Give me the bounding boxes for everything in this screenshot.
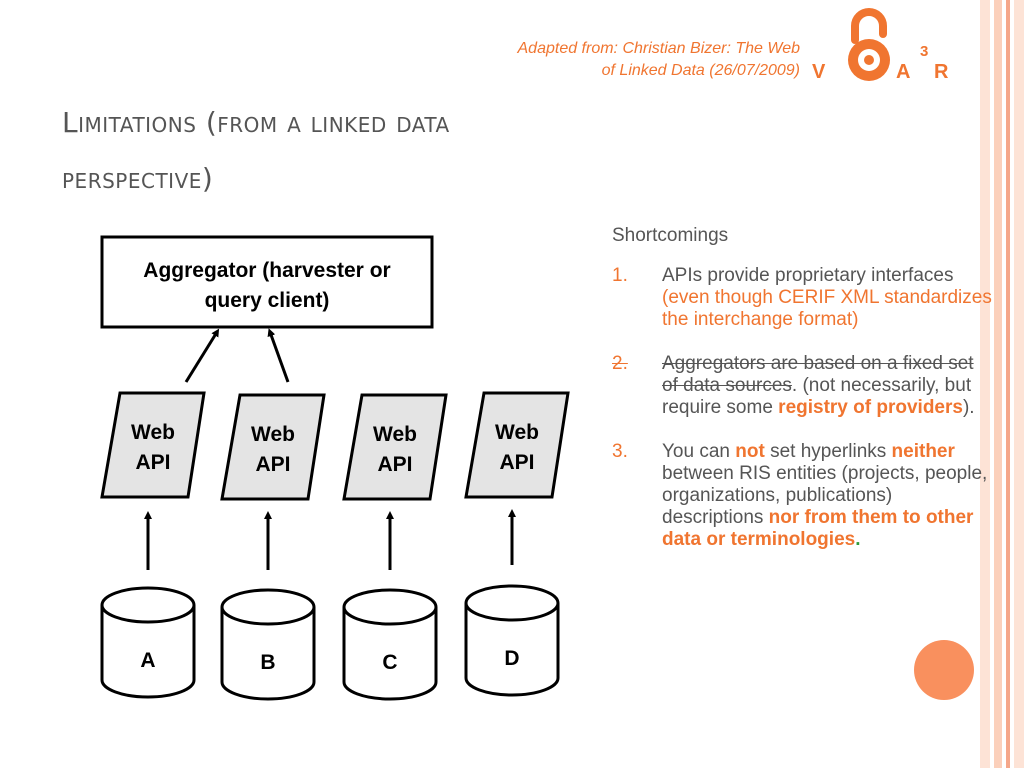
stripe [1014, 0, 1024, 768]
web-api-label: API [499, 451, 534, 474]
item-text: You can [662, 441, 730, 462]
logo-letter-a: A [896, 61, 910, 83]
source-label: C [382, 651, 397, 674]
slide-title: Limitations (from a linked data perspect… [62, 95, 682, 207]
web-api-label: Web [251, 423, 295, 446]
source-label: A [140, 649, 155, 672]
item-highlight-nor: nor from them to other data or terminolo… [662, 507, 974, 550]
credit-line-1: Adapted from: Christian Bizer: The Web [517, 40, 801, 57]
web-api-box: Web API [100, 391, 206, 499]
web-api-label: Web [373, 423, 417, 446]
source-credit: Adapted from: Christian Bizer: The Web o… [420, 38, 801, 82]
aggregator-box: Aggregator (harvester or query client) [100, 235, 434, 329]
item-highlight: registry of providers [778, 397, 963, 418]
decorative-stripes [980, 0, 1024, 768]
data-source-cylinder: A [100, 586, 196, 699]
source-label: D [504, 647, 519, 670]
web-api-label: Web [495, 421, 539, 444]
var3-logo: V A 3 R [812, 8, 949, 83]
logo-superscript: 3 [920, 43, 928, 60]
item-text: APIs provide proprietary interfaces [662, 265, 954, 286]
logo-letter-r: R [934, 61, 949, 83]
item-number: 3. [612, 441, 628, 462]
data-source-cylinder: B [220, 588, 316, 701]
logo-letter-v: V [812, 61, 826, 83]
stripe [980, 0, 990, 768]
shortcoming-item: 2. Aggregators are based on a fixed set … [612, 353, 992, 419]
title-line-2: perspective) [62, 162, 214, 195]
aggregator-label-1: Aggregator (harvester or [143, 259, 390, 282]
title-line-1: Limitations (from a linked data [62, 106, 450, 139]
shortcomings-panel: Shortcomings 1. APIs provide proprietary… [612, 225, 992, 573]
item-highlight-neither: neither [891, 441, 955, 462]
stripe [994, 0, 1002, 768]
web-api-label: API [135, 451, 170, 474]
shortcoming-item: 1. APIs provide proprietary interfaces (… [612, 265, 992, 331]
web-api-box: Web API [464, 391, 570, 499]
item-text: set hyperlinks [770, 441, 887, 462]
aggregator-label-2: query client) [205, 289, 330, 312]
decorative-circle [914, 640, 974, 700]
shortcoming-item: 3. You can not set hyperlinks neither be… [612, 441, 992, 551]
source-label: B [260, 651, 275, 674]
data-source-cylinder: D [464, 584, 560, 697]
web-api-box: Web API [220, 393, 326, 501]
stripe [1006, 0, 1010, 768]
web-api-label: API [377, 453, 412, 476]
data-source-cylinder: C [342, 588, 438, 701]
arrow-api-to-aggregator [267, 328, 290, 383]
credit-line-2: of Linked Data (26/07/2009) [601, 62, 800, 79]
item-text: . (not necessarily, but require some [662, 375, 972, 418]
web-api-label: Web [131, 421, 175, 444]
open-access-lock-icon [848, 8, 890, 81]
item-number: 1. [612, 265, 628, 286]
shortcomings-heading: Shortcomings [612, 225, 729, 246]
item-text: between RIS entities (projects, people, … [662, 463, 988, 528]
item-struck-text: Aggregators are based on a fixed set of … [662, 353, 974, 396]
web-api-box: Web API [342, 393, 448, 501]
item-number: 2. [612, 353, 628, 374]
item-text-end: ). [962, 397, 975, 418]
item-note: (even though CERIF XML standardizes the … [662, 287, 992, 330]
web-api-label: API [255, 453, 290, 476]
item-highlight-not: not [735, 441, 765, 462]
item-period: . [855, 529, 861, 550]
arrow-api-to-aggregator [184, 328, 220, 383]
architecture-diagram: Aggregator (harvester or query client) W… [100, 235, 570, 701]
